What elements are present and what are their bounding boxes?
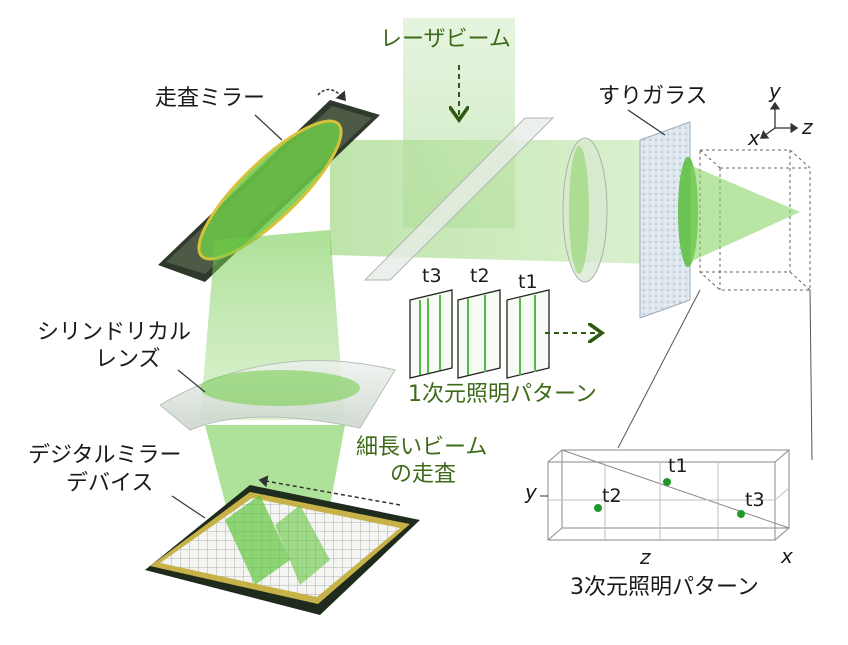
plot-point-t1 bbox=[663, 478, 671, 486]
zoom-line-left bbox=[617, 289, 701, 449]
mirror-rotation-arrow bbox=[317, 88, 346, 102]
plot-3d-box bbox=[547, 449, 790, 541]
plot-axis-y: y bbox=[525, 480, 537, 504]
zoom-line-right bbox=[809, 289, 813, 461]
frame-label-t3: t3 bbox=[422, 265, 442, 287]
ground-glass bbox=[639, 121, 691, 319]
pattern-frames bbox=[409, 289, 550, 379]
illumination-cone bbox=[690, 165, 800, 262]
plot-point-t2 bbox=[594, 504, 602, 512]
label-pattern-1d: 1次元照明パターン bbox=[408, 382, 597, 407]
plot-label-t2: t2 bbox=[602, 485, 622, 507]
plot-label-t1: t1 bbox=[668, 455, 688, 477]
scan-direction-arrow bbox=[258, 475, 401, 506]
plot-label-t3: t3 bbox=[745, 489, 765, 511]
label-scanning-mirror: 走査ミラー bbox=[155, 86, 266, 111]
leader-lines bbox=[171, 109, 666, 519]
plot-axis-x: x bbox=[781, 544, 793, 568]
axis-triad bbox=[759, 101, 799, 139]
axis-label-y: y bbox=[769, 79, 781, 103]
label-dmd-line1: デジタルミラー bbox=[28, 443, 182, 468]
label-laser-beam: レーザビーム bbox=[380, 27, 511, 52]
axis-label-z: z bbox=[802, 115, 813, 139]
plot-point-t3 bbox=[737, 510, 745, 518]
frame-t2 bbox=[457, 289, 501, 379]
label-dmd-line2: デバイス bbox=[66, 471, 154, 496]
axis-label-x: x bbox=[748, 126, 760, 150]
frame-label-t2: t2 bbox=[470, 265, 490, 287]
plot-axis-z: z bbox=[640, 545, 651, 569]
beam-splitter bbox=[363, 117, 555, 281]
label-cylindrical-lens-line2: レンズ bbox=[95, 347, 161, 372]
label-cylindrical-lens-line1: シリンドリカル bbox=[37, 320, 192, 345]
label-pattern-3d: 3次元照明パターン bbox=[570, 575, 759, 600]
scanning-mirror bbox=[158, 100, 380, 282]
dmd-device bbox=[145, 485, 420, 615]
label-ground-glass: すりガラス bbox=[598, 84, 708, 109]
frame-label-t1: t1 bbox=[518, 271, 538, 293]
frame-t1 bbox=[506, 289, 550, 379]
frame-t3 bbox=[409, 289, 453, 379]
label-thin-beam-line2: の走査 bbox=[390, 462, 457, 487]
cylindrical-lens bbox=[159, 360, 396, 431]
label-thin-beam-line1: 細長いビーム bbox=[356, 435, 488, 460]
